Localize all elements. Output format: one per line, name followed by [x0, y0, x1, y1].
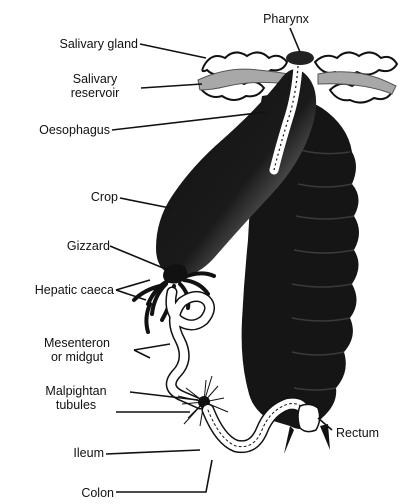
label-malpighian-line1: Malpightan — [22, 384, 130, 398]
label-malpighian-line2: tubules — [22, 398, 130, 412]
pharynx — [286, 51, 314, 65]
label-malpighian-tubules: Malpightan tubules — [22, 384, 130, 412]
label-colon: Colon — [50, 486, 114, 500]
label-crop: Crop — [60, 190, 118, 204]
label-salivary-gland: Salivary gland — [6, 37, 138, 51]
label-rectum: Rectum — [336, 426, 379, 440]
label-salivary-reservoir: Salivary reservoir — [46, 72, 138, 100]
mesenteron — [171, 292, 210, 404]
label-salivary-reservoir-line1: Salivary — [46, 72, 138, 86]
label-oesophagus: Oesophagus — [6, 123, 110, 137]
label-mesenteron-line1: Mesenteron — [24, 336, 130, 350]
label-gizzard: Gizzard — [40, 239, 110, 253]
label-mesenteron: Mesenteron or midgut — [24, 336, 130, 364]
label-mesenteron-line2: or midgut — [24, 350, 130, 364]
rectum — [298, 404, 320, 431]
label-hepatic-caeca: Hepatic caeca — [6, 283, 114, 297]
label-ileum: Ileum — [40, 446, 104, 460]
label-salivary-reservoir-line2: reservoir — [46, 86, 138, 100]
label-pharynx: Pharynx — [246, 12, 326, 26]
